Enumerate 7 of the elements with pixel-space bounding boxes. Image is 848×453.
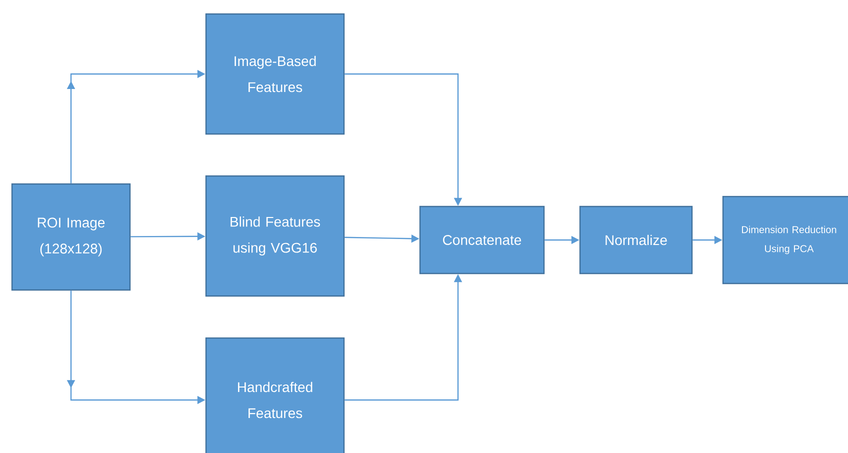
process-box: ROI Image (128x128) xyxy=(11,183,131,291)
process-box: Image-Based Features xyxy=(205,13,345,135)
process-box: Normalize xyxy=(579,206,693,274)
process-box: Concatenate xyxy=(419,206,545,274)
process-box: Dimension Reduction Using PCA xyxy=(722,196,848,284)
process-box: Handcrafted Features xyxy=(205,337,345,453)
process-box: Blind Features using VGG16 xyxy=(205,175,345,297)
